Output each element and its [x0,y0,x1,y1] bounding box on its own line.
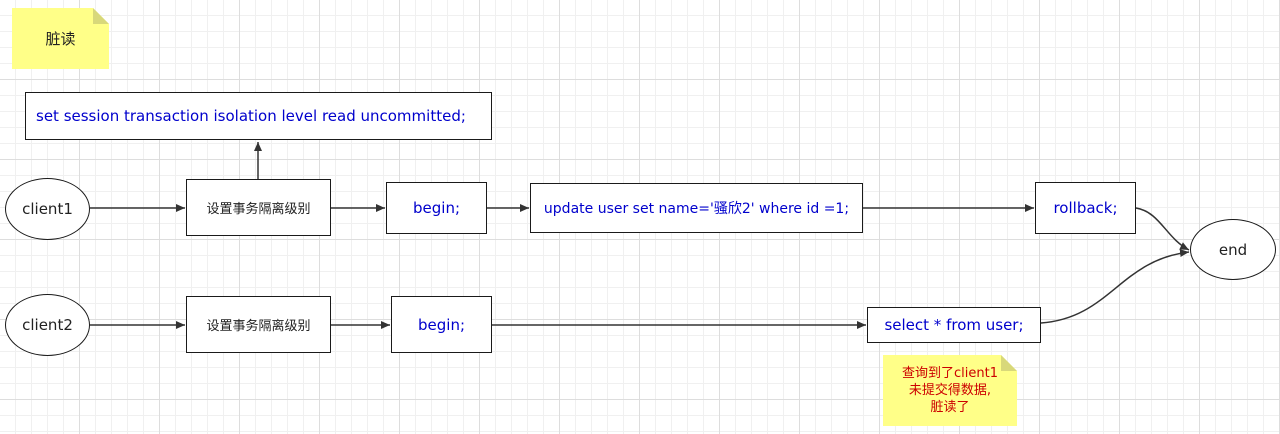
end-label: end [1218,240,1248,259]
client1-update-box: update user set name='骚欣2' where id =1; [530,183,863,233]
dirty-read-note: 查询到了client1 未提交得数据, 脏读了 [883,355,1017,426]
isolation-level-statement: set session transaction isolation level … [25,92,492,140]
client1-set-level-box: 设置事务隔离级别 [186,179,331,236]
edge-rollback-to-end [1135,207,1190,251]
title-note-text: 脏读 [45,30,76,48]
client1-set-level-text: 设置事务隔离级别 [206,202,311,217]
dirty-read-note-line2: 未提交得数据, [908,383,992,398]
client2-select-box: select * from user; [867,307,1041,343]
client1-update-text: update user set name='骚欣2' where id =1; [543,201,850,217]
client2-begin-box: begin; [391,296,492,353]
client2-node: client2 [5,294,90,356]
title-note: 脏读 [12,8,109,69]
client2-set-level-box: 设置事务隔离级别 [186,296,331,353]
client2-set-level-text: 设置事务隔离级别 [206,319,311,334]
client1-rollback-text: rollback; [1053,199,1118,217]
end-node: end [1190,219,1276,280]
dirty-read-note-line3: 脏读了 [930,400,970,415]
client2-select-text: select * from user; [884,316,1024,334]
isolation-level-text: set session transaction isolation level … [36,107,466,125]
client1-rollback-box: rollback; [1035,182,1136,234]
title-note-fold [93,8,109,24]
client1-begin-text: begin; [413,199,460,217]
client2-label: client2 [22,316,73,334]
client1-label: client1 [22,200,73,218]
edge-select-to-end [1040,249,1190,324]
client2-begin-text: begin; [418,315,465,334]
client1-node: client1 [5,178,90,240]
dirty-read-note-fold [1001,355,1017,371]
client1-begin-box: begin; [386,182,487,234]
dirty-read-note-line1: 查询到了client1 [902,366,998,381]
